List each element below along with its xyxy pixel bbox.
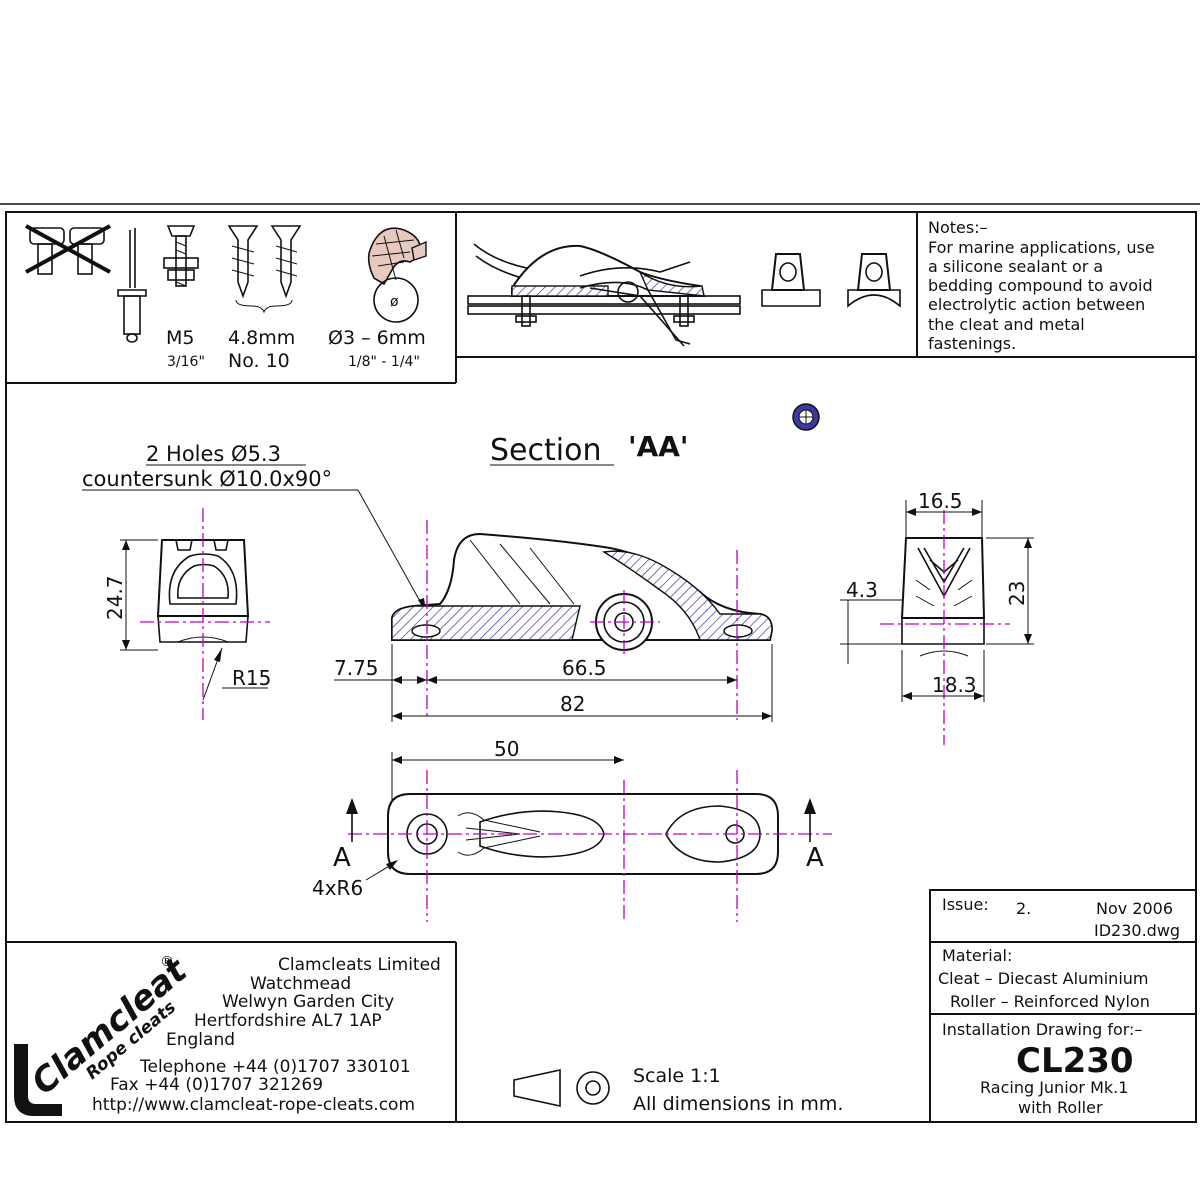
roller-symbol-icon: [792, 403, 820, 431]
crossed-screws-icon: [25, 224, 111, 275]
section-title: Section: [490, 433, 601, 468]
company-line-5: England: [166, 1030, 235, 1050]
right-end-view: [840, 500, 1034, 745]
units-label: All dimensions in mm.: [633, 1093, 843, 1115]
rivet-icon: [117, 228, 147, 343]
dim-66-5: 66.5: [562, 656, 607, 680]
plan-view: [346, 752, 832, 922]
notes-line-3: bedding compound to avoid: [928, 276, 1153, 295]
wood-screw-icon: [227, 225, 302, 314]
company-web: http://www.clamcleat-rope-cleats.com: [92, 1095, 415, 1115]
svg-text:ø: ø: [390, 294, 399, 310]
material-roller: Roller – Reinforced Nylon: [950, 992, 1150, 1011]
drawing-file: ID230.dwg: [1094, 921, 1180, 940]
company-fax: Fax +44 (0)1707 321269: [110, 1075, 323, 1095]
notes-line-1: For marine applications, use: [928, 238, 1155, 257]
company-line-2: Watchmead: [250, 974, 351, 994]
dim-23: 23: [1005, 581, 1029, 606]
m5-imperial-label: 3/16": [167, 354, 205, 370]
model-number: CL230: [1016, 1041, 1134, 1081]
section-view: [334, 520, 774, 722]
projection-symbol-icon: [513, 1069, 610, 1107]
section-arrow-a-left: A: [333, 843, 351, 873]
left-end-view: [120, 508, 270, 720]
dim-4-3: 4.3: [846, 578, 878, 602]
notes-block: Notes:– For marine applications, use a s…: [928, 218, 1155, 353]
notes-title: Notes:–: [928, 218, 988, 237]
scale-label: Scale 1:1: [633, 1065, 721, 1087]
dim-82: 82: [560, 692, 585, 716]
sheet-border: [0, 203, 1200, 1123]
issue-date: Nov 2006: [1096, 899, 1173, 918]
dim-4xr6: 4xR6: [312, 876, 363, 900]
company-line-4: Hertfordshire AL7 1AP: [194, 1011, 382, 1031]
section-mark: 'AA': [628, 430, 688, 463]
m5-bolt-icon: [163, 225, 199, 287]
notes-line-6: fastenings.: [928, 334, 1016, 353]
screw-number-label: No. 10: [228, 350, 290, 372]
dim-16-5: 16.5: [918, 489, 963, 513]
screw-size-label: 4.8mm: [228, 327, 295, 349]
dim-7-75: 7.75: [334, 656, 379, 680]
company-line-1: Clamcleats Limited: [278, 955, 441, 975]
fastener-panel: ø M5 3/16" 4.8mm No. 10 Ø3 – 6mm 1/8" - …: [25, 224, 427, 372]
issue-number: 2.: [1016, 899, 1031, 918]
rope-size-label: Ø3 – 6mm: [328, 327, 426, 349]
company-telephone: Telephone +44 (0)1707 330101: [139, 1057, 411, 1077]
m5-label: M5: [166, 327, 194, 349]
company-line-3: Welwyn Garden City: [222, 992, 394, 1012]
issue-label: Issue:: [942, 895, 989, 914]
model-desc-1: Racing Junior Mk.1: [980, 1078, 1128, 1097]
install-label: Installation Drawing for:–: [942, 1020, 1142, 1039]
dim-50: 50: [494, 737, 519, 761]
model-desc-2: with Roller: [1018, 1098, 1103, 1117]
material-label: Material:: [942, 946, 1012, 965]
dim-18-3: 18.3: [932, 673, 977, 697]
brand-registered: ®: [160, 954, 174, 970]
notes-line-2: a silicone sealant or a: [928, 257, 1103, 276]
material-cleat: Cleat – Diecast Aluminium: [938, 969, 1149, 988]
rope-imperial-label: 1/8" - 1/4": [348, 354, 420, 370]
holes-note-line1: 2 Holes Ø5.3: [146, 442, 281, 466]
dim-r15: R15: [232, 666, 271, 690]
dim-24-7: 24.7: [103, 575, 127, 620]
holes-note-line2: countersunk Ø10.0x90°: [82, 467, 332, 491]
notes-line-4: electrolytic action between: [928, 295, 1145, 314]
installation-illustration: [467, 243, 901, 347]
section-arrow-a-right: A: [806, 843, 824, 873]
notes-line-5: the cleat and metal: [928, 315, 1085, 334]
title-block: Issue: 2. Nov 2006 ID230.dwg Material: C…: [938, 895, 1180, 1117]
company-address: Clamcleats Limited Watchmead Welwyn Gard…: [92, 955, 441, 1115]
rope-icon: ø: [367, 227, 427, 323]
